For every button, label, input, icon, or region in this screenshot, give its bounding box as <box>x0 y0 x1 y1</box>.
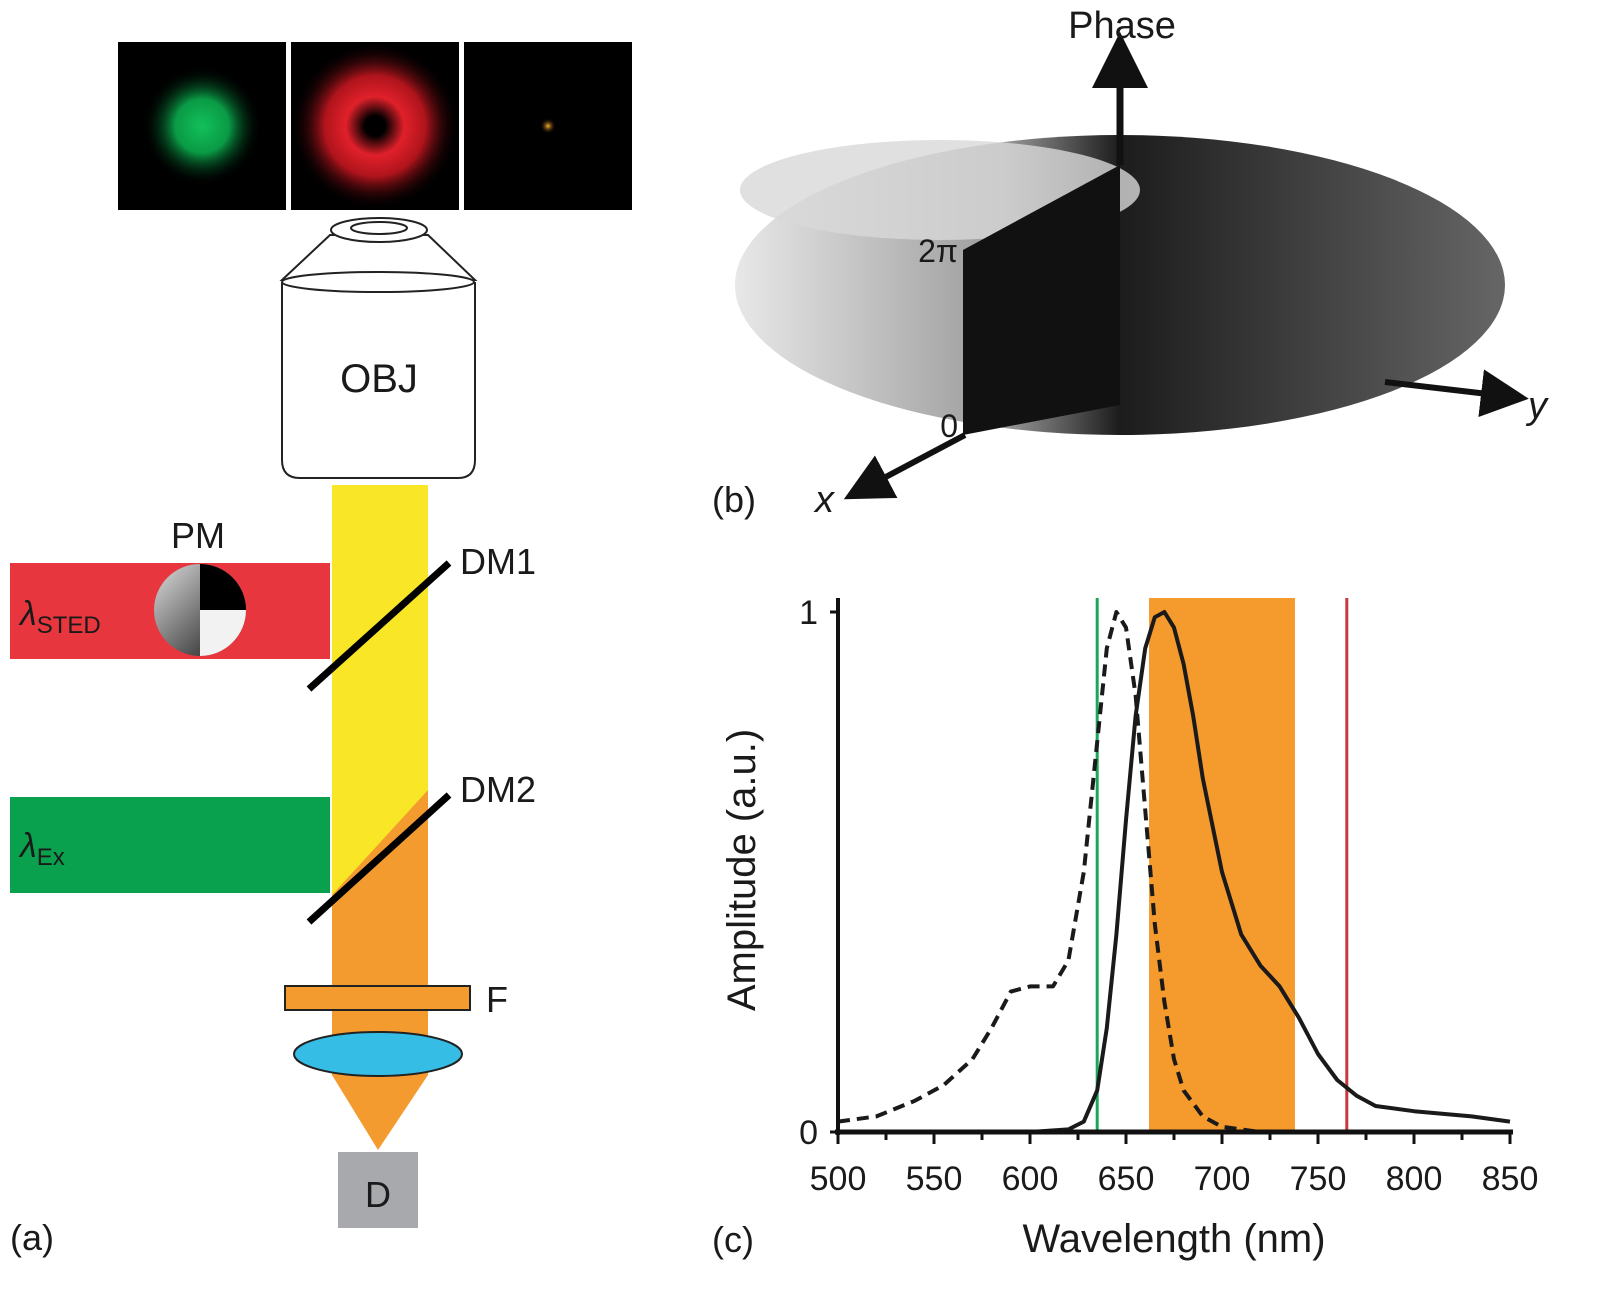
fluorescence-beam <box>332 790 428 900</box>
dichroic-mirror-1 <box>306 560 452 692</box>
chart-y-axis-title: Amplitude (a.u.) <box>720 729 764 1011</box>
psf-images <box>118 42 632 210</box>
x-tick-label: 500 <box>810 1160 867 1198</box>
chart-x-axis-title: Wavelength (nm) <box>1022 1217 1325 1261</box>
y-tick-label: 1 <box>799 594 818 632</box>
phase-step-wall <box>963 165 1120 435</box>
emission-curve <box>838 610 1511 1134</box>
spectrum-chart: 500 550 600 650 700 750 800 850 0 1 <box>799 594 1538 1198</box>
panel-a-label: (a) <box>10 1217 54 1258</box>
tube-lens <box>293 1031 463 1077</box>
filter-label: F <box>486 979 508 1020</box>
x-tick-label: 600 <box>1002 1160 1059 1198</box>
detector <box>338 1152 418 1228</box>
objective-lens <box>279 217 478 479</box>
dm1-label: DM1 <box>460 541 536 582</box>
phase-mask <box>154 564 246 656</box>
tick-2pi: 2π <box>918 233 958 269</box>
tick-0: 0 <box>940 408 958 444</box>
x-tick-label: 650 <box>1098 1160 1155 1198</box>
ex-wavelength-label: λEx <box>18 827 65 871</box>
panel-c-label: (c) <box>712 1219 754 1260</box>
phase-axis-label: Phase <box>1068 5 1176 47</box>
x-tick-label: 850 <box>1482 1160 1539 1198</box>
y-tick-label: 0 <box>799 1114 818 1152</box>
helical-phase-plot <box>735 32 1529 500</box>
panel-b-label: (b) <box>712 479 756 520</box>
x-axis-arrow <box>843 432 967 500</box>
emission-filter <box>284 985 471 1011</box>
objective-label: OBJ <box>340 357 418 401</box>
y-axis-arrow <box>1384 369 1529 418</box>
excitation-beam <box>10 797 330 893</box>
absorption-curve <box>837 610 1261 1134</box>
dm2-label: DM2 <box>460 769 536 810</box>
x-axis-label: x <box>813 479 836 521</box>
detector-label: D <box>365 1174 391 1215</box>
sted-wavelength-label: λSTED <box>18 595 101 639</box>
x-tick-label: 550 <box>906 1160 963 1198</box>
x-tick-label: 750 <box>1290 1160 1347 1198</box>
phase-mask-label: PM <box>171 515 225 556</box>
x-tick-label: 800 <box>1386 1160 1443 1198</box>
dichroic-mirror-2 <box>306 792 452 925</box>
x-tick-label: 700 <box>1194 1160 1251 1198</box>
y-axis-label: y <box>1525 385 1549 427</box>
